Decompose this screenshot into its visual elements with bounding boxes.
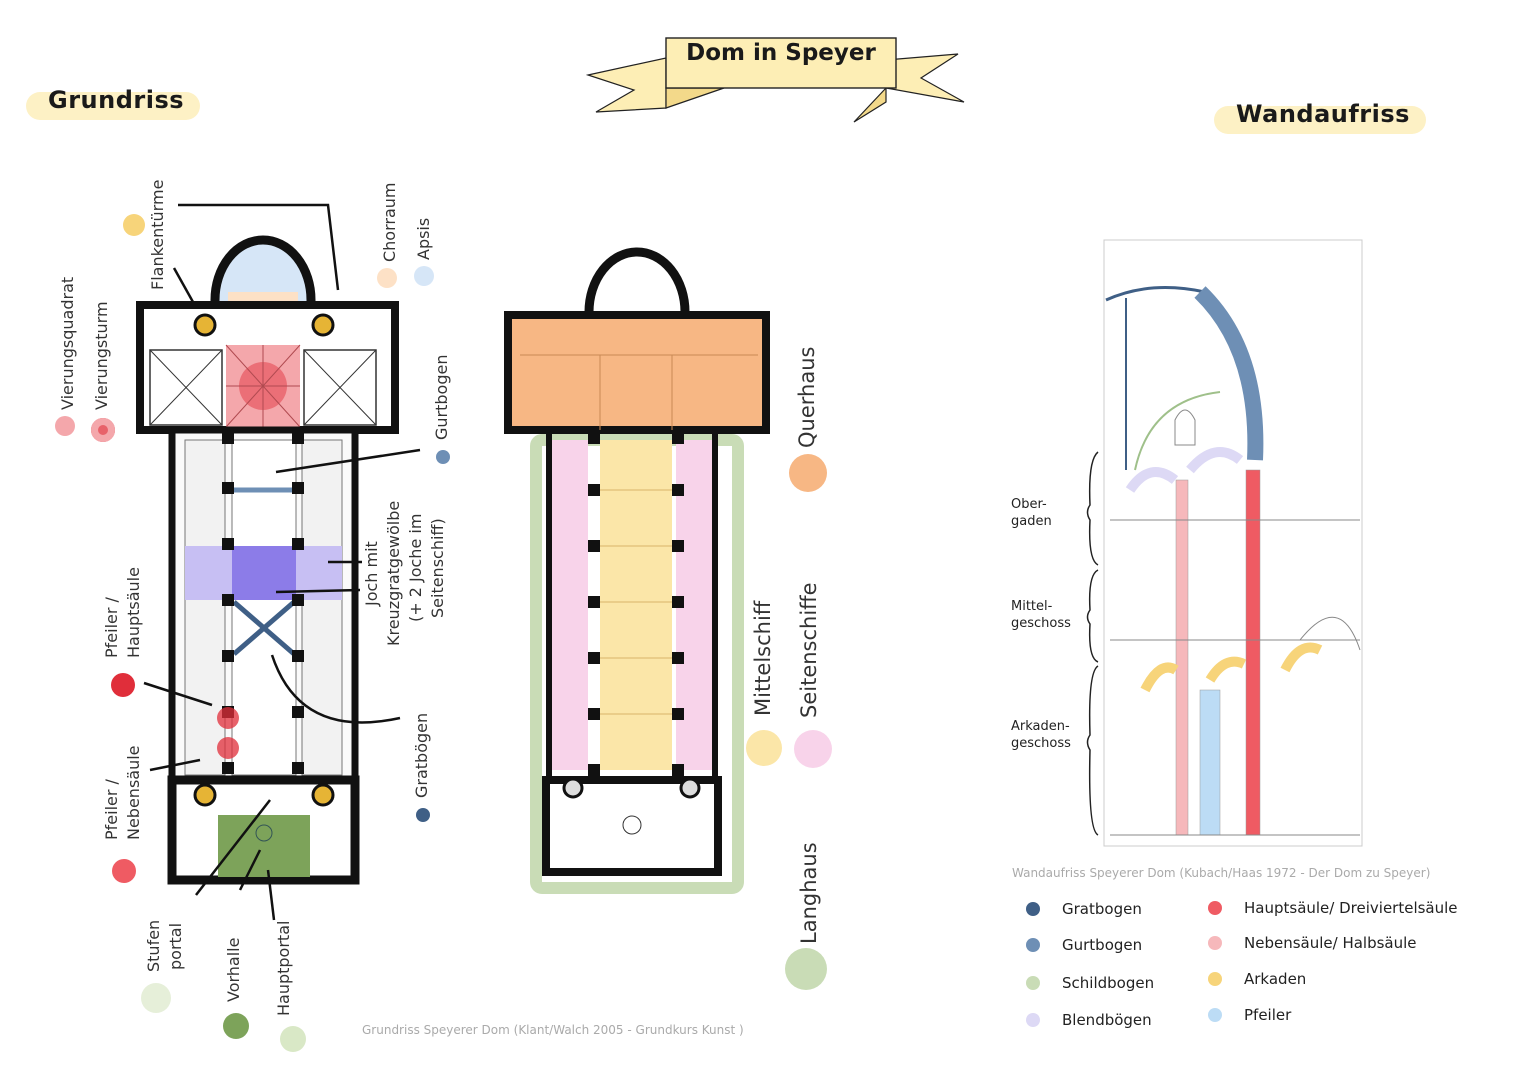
storey-obergaden: Ober- gaden	[1011, 497, 1052, 529]
gurtbogen-dot	[436, 450, 450, 464]
legend-item: Gurtbogen	[1026, 936, 1142, 954]
legend-swatch	[1208, 1008, 1222, 1022]
label-apsis: Apsis	[414, 217, 433, 260]
hauptportal-dot	[280, 1026, 306, 1052]
label-vierungsquadrat: Vierungsquadrat	[58, 276, 77, 410]
page-title: Dom in Speyer	[686, 40, 876, 66]
seitenschiffe-dot	[794, 730, 832, 768]
label-joch-line1: Joch mit	[362, 541, 381, 606]
label-flankentuerme: Flankentürme	[148, 179, 167, 290]
legend-swatch	[1208, 936, 1222, 950]
legend-item: Blendbögen	[1026, 1011, 1152, 1029]
caption-grundriss: Grundriss Speyerer Dom (Klant/Walch 2005…	[362, 1023, 744, 1037]
caption-wandaufriss: Wandaufriss Speyerer Dom (Kubach/Haas 19…	[1012, 866, 1431, 880]
label-hauptportal: Hauptportal	[274, 920, 293, 1016]
legend-item: Nebensäule/ Halbsäule	[1208, 934, 1417, 952]
label-joch-line4: Seitenschiff)	[428, 518, 447, 618]
legend-item: Pfeiler	[1208, 1006, 1291, 1024]
storey-mittelgeschoss: Mittel- geschoss	[1011, 599, 1071, 631]
hauptsaeule-dot	[111, 673, 135, 697]
legend-item: Gratbogen	[1026, 900, 1142, 918]
label-mittelschiff: Mittelschiff	[751, 600, 775, 716]
legend-item: Arkaden	[1208, 970, 1306, 988]
flankentuerme-dot	[123, 214, 145, 236]
label-pfeiler-haupt-line1: Pfeiler /	[102, 597, 121, 658]
storey-arkadengeschoss: Arkaden- geschoss	[1011, 719, 1071, 751]
label-querhaus: Querhaus	[795, 346, 819, 448]
floor-plan-colored	[504, 247, 770, 894]
label-joch-line3: (+ 2 Joche im	[406, 513, 425, 622]
legend-swatch	[1026, 902, 1040, 916]
mittelschiff-dot	[746, 730, 782, 766]
legend-swatch	[1026, 976, 1040, 990]
wall-elevation	[1086, 239, 1363, 847]
title-banner	[586, 37, 965, 123]
legend-item: Hauptsäule/ Dreiviertelsäule	[1208, 899, 1458, 917]
label-pfeiler-neben-line1: Pfeiler /	[102, 779, 121, 840]
chorraum-dot	[377, 268, 397, 288]
langhaus-dot	[785, 948, 827, 990]
label-pfeiler-neben-line2: Nebensäule	[124, 745, 143, 840]
apsis-dot	[414, 266, 434, 286]
nebensaeule-dot	[112, 859, 136, 883]
vorhalle-dot	[223, 1013, 249, 1039]
label-vierungsturm: Vierungsturm	[92, 301, 111, 410]
label-joch-line2: Kreuzgratgewölbe	[384, 500, 403, 646]
legend-item: Schildbogen	[1026, 974, 1154, 992]
label-gurtbogen: Gurtbogen	[432, 354, 451, 440]
label-chorraum: Chorraum	[380, 182, 399, 262]
label-pfeiler-haupt-line2: Hauptsäule	[124, 567, 143, 658]
vierungsturm-dot	[91, 418, 115, 442]
querhaus-dot	[789, 454, 827, 492]
legend-swatch	[1026, 1013, 1040, 1027]
label-stufenportal-line2: portal	[166, 922, 185, 970]
label-langhaus: Langhaus	[797, 842, 821, 944]
label-vorhalle: Vorhalle	[224, 937, 243, 1002]
legend-swatch	[1208, 901, 1222, 915]
label-stufenportal-line1: Stufen	[144, 919, 163, 972]
legend-swatch	[1208, 972, 1222, 986]
stufenportal-dot	[141, 983, 171, 1013]
label-seitenschiffe: Seitenschiffe	[797, 582, 821, 718]
floor-plan-annotated	[136, 203, 421, 921]
gratboegen-dot	[416, 808, 430, 822]
vierungsquadrat-dot	[55, 416, 75, 436]
label-gratboegen: Gratbögen	[412, 712, 431, 798]
legend-swatch	[1026, 938, 1040, 952]
